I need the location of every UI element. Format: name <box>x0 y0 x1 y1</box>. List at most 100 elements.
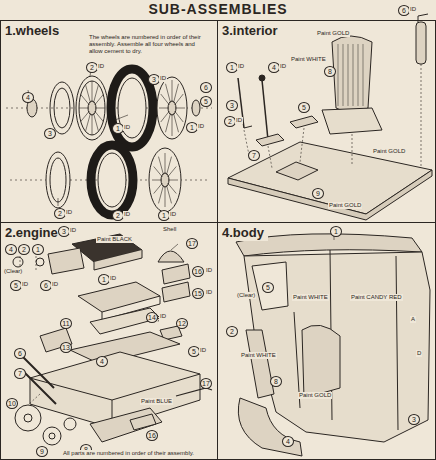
callout-number: 13 <box>60 342 72 353</box>
paint-note: Paint GOLD <box>372 148 406 155</box>
callout-number: 9 <box>312 188 324 199</box>
callout-number: 15 <box>192 288 204 299</box>
paint-note: Paint BLACK <box>96 236 133 243</box>
wheel-spoke <box>94 85 99 103</box>
sheet-title: SUB-ASSEMBLIES <box>0 1 436 17</box>
callout-number: 14 <box>146 312 158 323</box>
paint-note: Paint GOLD <box>316 30 350 37</box>
wheel-spoke <box>161 111 170 122</box>
paint-note: ID <box>199 347 207 354</box>
paint-note: ID <box>205 267 213 274</box>
wheel-spoke <box>92 81 93 102</box>
paint-note: Paint CANDY RED <box>350 294 403 301</box>
paint-note: Paint WHITE <box>292 294 329 301</box>
callout-number: 2 <box>18 244 30 255</box>
wheel-spoke <box>174 84 179 103</box>
paint-note: Paint GOLD <box>298 392 332 399</box>
interior-parts <box>228 14 432 220</box>
callout-number: 5 <box>200 96 212 107</box>
callout-number: 6 <box>200 82 212 93</box>
wheel-spoke <box>95 111 104 122</box>
section-panel: 4.body <box>217 222 436 460</box>
section-panel: 2.engine <box>0 222 218 460</box>
wheel-spoke <box>167 185 172 203</box>
paint-note: All parts are numbered in order of their… <box>62 450 195 457</box>
callout-number: 10 <box>6 398 18 409</box>
paint-note: ID <box>65 209 73 216</box>
callout-number: 7 <box>14 368 26 379</box>
callout-number: 12 <box>176 318 188 329</box>
wheel-spoke <box>175 94 184 105</box>
paint-note: ID <box>279 63 287 70</box>
paint-note: ID <box>197 123 205 130</box>
paint-note: ID <box>69 227 77 234</box>
callout-number: 4 <box>96 356 108 367</box>
callout-number: 5 <box>262 282 274 293</box>
seat-rib <box>348 44 349 106</box>
wheel-spoke <box>79 108 89 109</box>
section-heading: 2.engine <box>1 224 62 241</box>
callout-number: 4 <box>282 436 294 447</box>
callout-number: 5 <box>298 102 310 113</box>
paint-note: ID <box>123 124 131 131</box>
wheel-spoke <box>166 84 171 103</box>
paint-note: (Clear) <box>3 268 23 275</box>
section-panel: 3.interior <box>217 20 436 223</box>
paint-note: ID <box>159 75 167 82</box>
paint-note: ID <box>159 313 167 320</box>
paint-note: Paint WHITE <box>240 352 277 359</box>
callout-number: 1 <box>32 244 44 255</box>
callout-number: 6 <box>14 348 26 359</box>
paint-note: A <box>410 316 416 323</box>
wheel-spoke <box>172 80 173 102</box>
wheel-spoke <box>174 113 179 132</box>
engine-parts <box>13 234 212 445</box>
seat-rib <box>343 44 344 106</box>
seat-rib <box>358 44 359 106</box>
wheel-spoke <box>159 157 164 175</box>
wheel-spoke <box>165 186 166 207</box>
paint-note: (Clear) <box>236 292 256 299</box>
wheel-spoke <box>161 94 170 105</box>
wheel-spoke <box>166 113 171 132</box>
wheel-spoke <box>92 114 93 135</box>
paint-note: ID <box>123 211 131 218</box>
paint-note: Paint BLUE <box>140 398 173 405</box>
section-heading: 4.body <box>218 224 268 241</box>
wheel-spoke <box>86 85 91 103</box>
callout-number: 4 <box>22 92 34 103</box>
callout-number: 11 <box>60 318 72 329</box>
callout-number: 8 <box>324 66 336 77</box>
paint-note: ID <box>169 211 177 218</box>
callout-number: 17 <box>186 238 198 249</box>
paint-note: Paint GOLD <box>328 202 362 209</box>
wheel-parts <box>6 69 212 215</box>
wheel-spoke <box>165 153 166 174</box>
callout-number: 2 <box>226 326 238 337</box>
callout-number: 8 <box>270 376 282 387</box>
wheel-spoke <box>172 114 173 136</box>
wheel-spoke <box>81 111 90 122</box>
callout-number: 3 <box>408 414 420 425</box>
wheel-spoke <box>94 113 99 131</box>
callout-number: 9 <box>36 446 48 457</box>
section-heading: 1.wheels <box>1 22 63 39</box>
paint-note: ID <box>109 275 117 282</box>
paint-note: Shell <box>162 226 177 233</box>
wheel-spoke <box>175 111 184 122</box>
paint-note: ID <box>51 281 59 288</box>
callout-number: 3 <box>226 100 238 111</box>
wheel-spoke <box>168 183 177 194</box>
wheel-spoke <box>168 167 177 178</box>
wheel-spoke <box>95 95 104 106</box>
callout-number: 1 <box>330 226 342 237</box>
wheel-spoke <box>154 167 163 178</box>
seat-rib <box>338 44 339 106</box>
wheel-spoke <box>159 185 164 203</box>
callout-number: 4 <box>5 244 17 255</box>
wheel-spoke <box>152 180 162 181</box>
callout-number: 7 <box>248 150 260 161</box>
callout-number: 16 <box>192 266 204 277</box>
wheel-spoke <box>175 108 185 109</box>
body-parts <box>236 234 430 456</box>
